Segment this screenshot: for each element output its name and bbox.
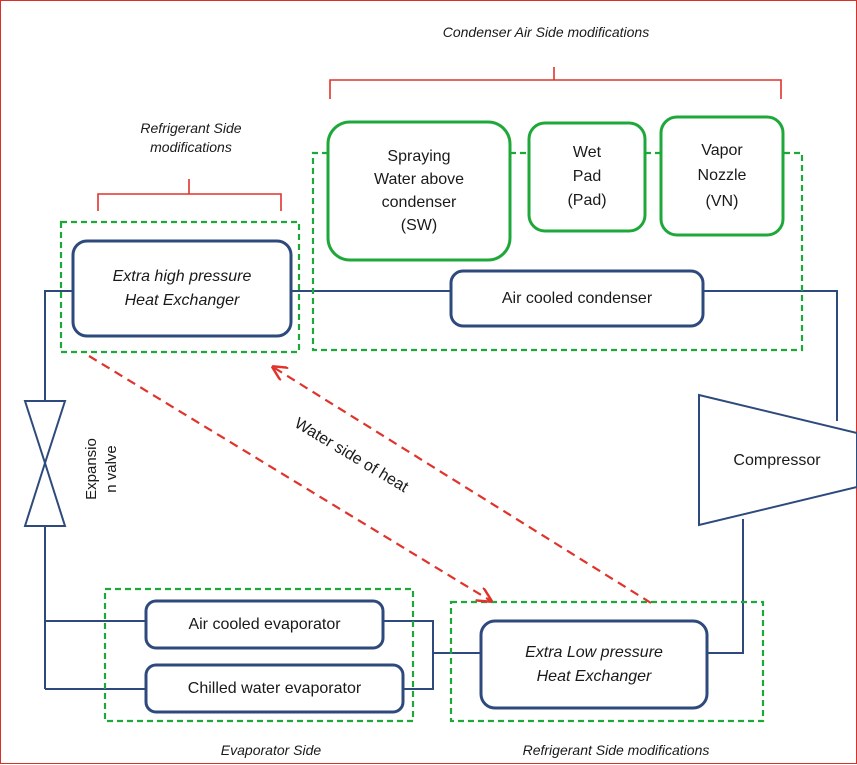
- elp-line2: Heat Exchanger: [536, 667, 652, 685]
- refrigerant-top-region: [59, 220, 301, 354]
- air-cooled-evaporator-text: Air cooled evaporator: [188, 615, 341, 633]
- expansion-line2: n valve: [103, 445, 121, 493]
- spraying-line2: Water above: [373, 170, 465, 188]
- braces: [97, 67, 782, 211]
- pipe-top-left: [44, 290, 73, 401]
- condenser-region: [311, 151, 804, 352]
- vapor-nozzle-box: [659, 115, 785, 237]
- vapor-nozzle-line2: Nozzle: [697, 167, 747, 185]
- refrigerant-piping: [44, 290, 838, 690]
- evaporator-side-label: Evaporator Side: [220, 742, 322, 758]
- arrow-to-ehp: [273, 367, 652, 604]
- expansion-line1: Expansio: [83, 438, 100, 500]
- refrigerant-side-top-line2: modifications: [150, 138, 232, 155]
- extra-low-pressure-hx-box: [479, 619, 709, 710]
- spraying-water-text: Spraying Water above condenser (SW): [328, 122, 510, 260]
- pipe-air-evap-out: [383, 620, 434, 690]
- vapor-nozzle-line3: (VN): [705, 192, 739, 210]
- chilled-water-evaporator-text: Chilled water evaporator: [187, 679, 362, 697]
- spraying-line4: (SW): [400, 217, 438, 235]
- refrigerant-side-bottom-label: Refrigerant Side modifications: [522, 742, 710, 758]
- dashed-regions: [59, 151, 804, 723]
- evaporator-region: [103, 587, 415, 723]
- component-boxes: [71, 239, 709, 714]
- compressor-text: Compressor: [733, 452, 821, 470]
- water-side-arrows: [88, 355, 652, 604]
- spraying-line1: Spraying: [387, 147, 451, 165]
- pipe-condenser-to-compressor: [703, 290, 838, 421]
- refrigerant-side-top-label: Refrigerant Side modifications: [81, 119, 301, 157]
- wet-pad-box: [527, 121, 647, 233]
- vapor-nozzle-text: Vapor Nozzle (VN): [661, 117, 783, 235]
- wet-pad-line1: Wet: [572, 144, 602, 161]
- condenser-air-side-label: Condenser Air Side modifications: [442, 24, 650, 40]
- air-cooled-evaporator-box: [144, 599, 385, 650]
- condenser-brace: [329, 67, 782, 99]
- refrigerant-top-brace: [97, 179, 282, 211]
- expansion-valve-icon: [23, 400, 67, 527]
- pipe-elp-to-compressor: [707, 519, 744, 654]
- extra-low-pressure-hx-text: Extra Low pressure Heat Exchanger: [481, 621, 707, 708]
- green-boxes: [326, 115, 785, 262]
- spraying-line3: condenser: [381, 194, 457, 211]
- refrigerant-bottom-region: [449, 600, 765, 723]
- wet-pad-line2: Pad: [572, 168, 602, 185]
- air-cooled-condenser-text: Air cooled condenser: [501, 289, 653, 307]
- elp-line1: Extra Low pressure: [525, 643, 663, 661]
- wet-pad-line3: (Pad): [567, 192, 607, 209]
- air-cooled-condenser-box: [449, 269, 705, 328]
- refrigerant-side-top-line1: Refrigerant Side: [140, 120, 242, 136]
- ehp-line2: Heat Exchanger: [124, 291, 240, 309]
- extra-high-pressure-hx-box: [71, 239, 293, 338]
- ehp-line1: Extra high pressure: [112, 267, 252, 285]
- vapor-nozzle-line1: Vapor: [701, 141, 743, 159]
- arrow-to-elp: [88, 355, 491, 601]
- compressor-shape: [698, 393, 857, 527]
- chilled-water-evaporator-box: [144, 663, 405, 714]
- expansion-valve-label: Expansio n valve: [82, 414, 126, 524]
- spraying-water-box: [326, 120, 512, 262]
- extra-high-pressure-hx-text: Extra high pressure Heat Exchanger: [73, 241, 291, 336]
- wet-pad-text: Wet Pad (Pad): [529, 123, 645, 231]
